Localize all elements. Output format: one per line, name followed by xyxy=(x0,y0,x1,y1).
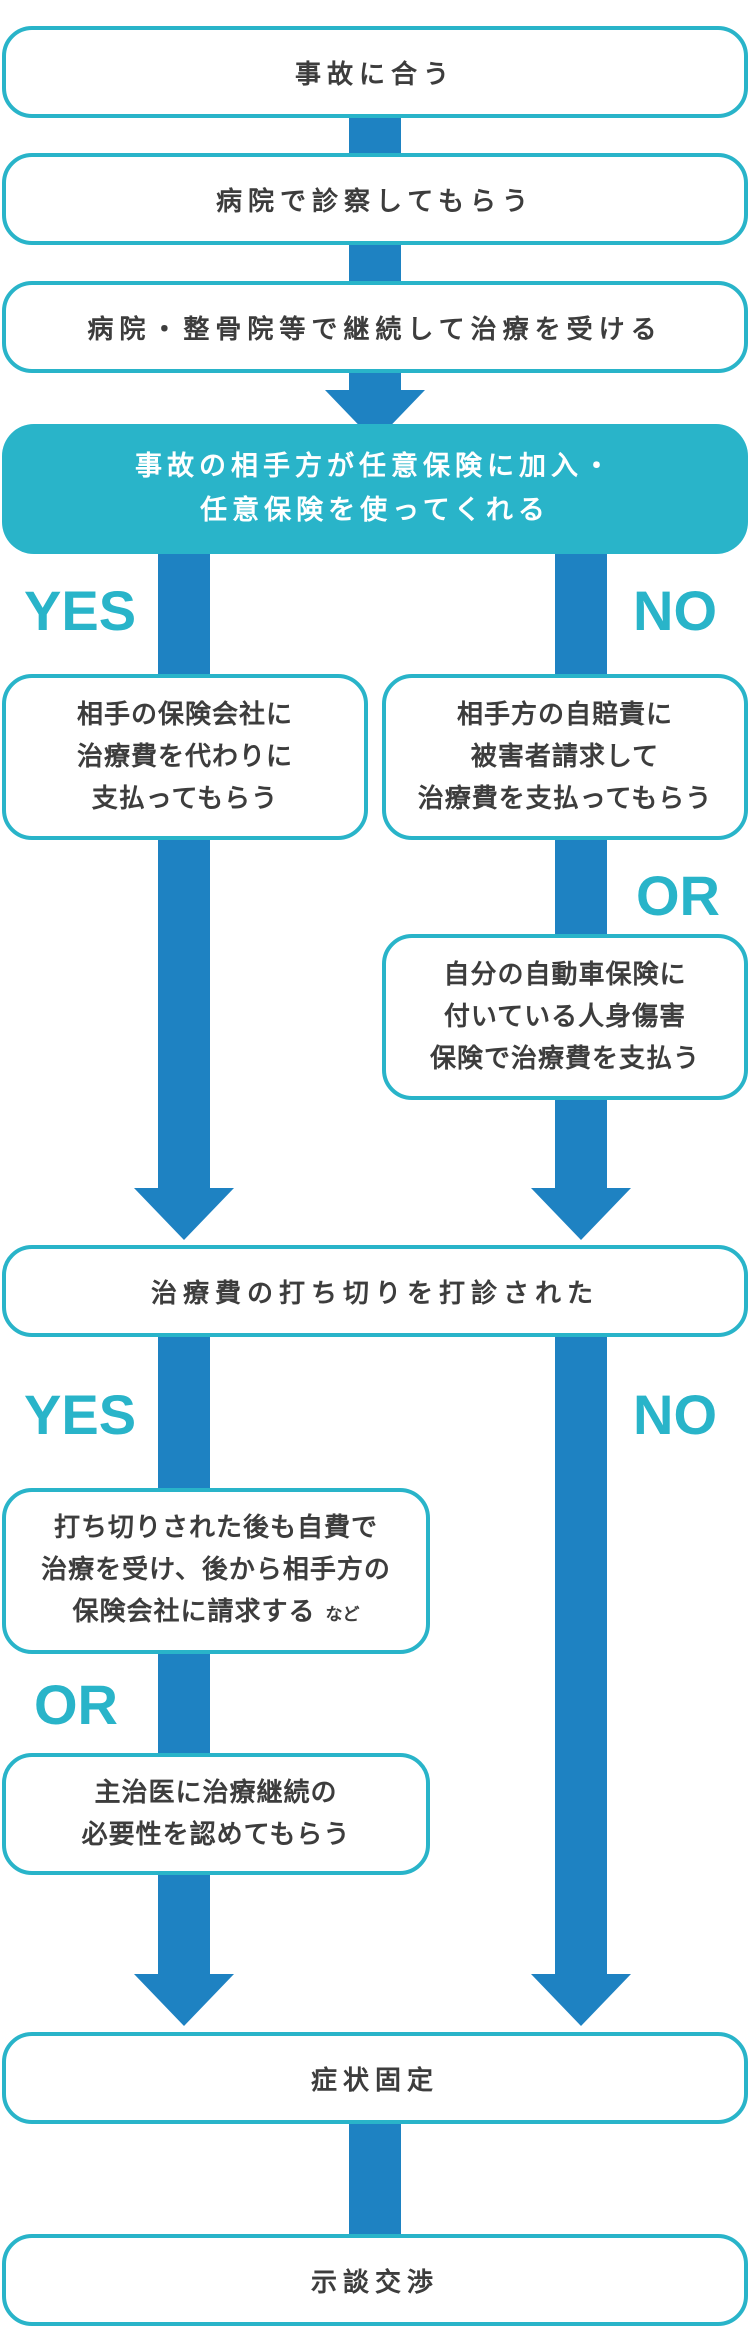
no2-arrow-head xyxy=(531,1974,631,2026)
yes1-arrow-head xyxy=(134,1188,234,1240)
label-no-1: NO xyxy=(633,579,717,642)
no1-arrow-head xyxy=(531,1188,631,1240)
trunk-arrow-1-head xyxy=(325,390,425,442)
yes1-box: 相手の保険会社に 治療費を代わりに 支払ってもらう xyxy=(2,674,368,840)
label-yes-2: YES xyxy=(24,1383,137,1446)
yes2-box-1: 打ち切りされた後も自費で 治療を受け、後から相手方の 保険会社に請求する など xyxy=(2,1488,430,1654)
no1-box-1: 相手方の自賠責に 被害者請求して 治療費を支払ってもらう xyxy=(382,674,748,840)
label-yes-1: YES xyxy=(24,579,137,642)
yes1-arrow xyxy=(158,545,210,1195)
yes2-arrow-head xyxy=(134,1974,234,2026)
step-continue-treatment: 病院・整骨院等で継続して治療を受ける xyxy=(2,281,748,373)
yes2-arrow xyxy=(158,1330,210,1980)
yes2-box-1-text: 打ち切りされた後も自費で 治療を受け、後から相手方の 保険会社に請求する など xyxy=(41,1512,391,1627)
label-or-1: OR xyxy=(636,864,720,927)
yes2-box-1-suffix: など xyxy=(325,1604,360,1625)
step-symptom-fixed: 症状固定 xyxy=(2,2032,748,2124)
step-settlement: 示談交渉 xyxy=(2,2234,748,2326)
label-no-2: NO xyxy=(633,1383,717,1446)
no2-arrow xyxy=(555,1330,607,1980)
step-accident: 事故に合う xyxy=(2,26,748,118)
label-or-2: OR xyxy=(34,1673,118,1736)
question-insurance: 事故の相手方が任意保険に加入・ 任意保険を使ってくれる xyxy=(2,424,748,554)
no1-box-2: 自分の自動車保険に 付いている人身傷害 保険で治療費を支払う xyxy=(382,934,748,1100)
trunk-arrow-2 xyxy=(349,2116,401,2256)
yes2-box-2: 主治医に治療継続の 必要性を認めてもらう xyxy=(2,1753,430,1875)
step-examination: 病院で診察してもらう xyxy=(2,153,748,245)
question-termination: 治療費の打ち切りを打診された xyxy=(2,1245,748,1337)
